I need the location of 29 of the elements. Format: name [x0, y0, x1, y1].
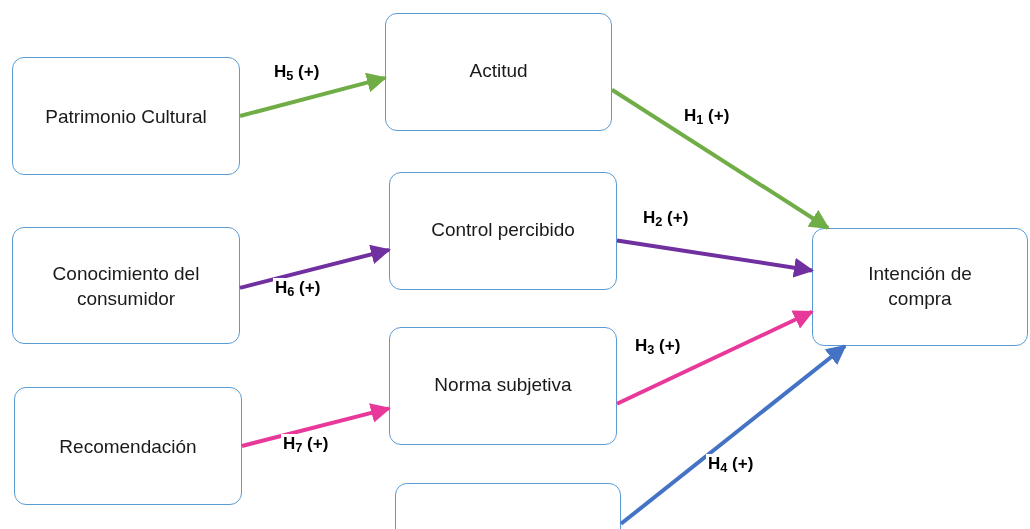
node-label: Recomendación: [59, 434, 197, 459]
concept-box: [389, 327, 617, 445]
concept-box: [385, 13, 612, 131]
node-label: Control percibido: [431, 218, 575, 242]
arrow: [239, 72, 387, 118]
arrow: [241, 403, 391, 448]
concept-box: [389, 172, 617, 290]
empty-box: [395, 483, 621, 529]
edge-label: H$_{3}$ (+): [633, 336, 683, 356]
arrow: [239, 244, 391, 290]
edge-label: H$_{5}$ (+): [272, 62, 322, 82]
concept-box: [812, 228, 1028, 346]
concept-box: [12, 57, 240, 175]
node-label: Norma subjetiva: [434, 373, 572, 397]
node-label: Intención de compra: [867, 262, 973, 311]
concept-box: [14, 387, 242, 505]
edge-label: H$_{1}$ (+): [682, 106, 732, 126]
arrow: [610, 88, 830, 230]
edge-label: H$_{7}$ (+): [281, 434, 331, 454]
node-label: Conocimiento del consumidor: [51, 261, 201, 311]
node-label: Actitud: [469, 59, 528, 83]
arrow: [619, 344, 847, 526]
edge-label: H$_{2}$ (+): [641, 208, 691, 228]
edge-label: H$_{6}$ (+): [273, 278, 323, 298]
arrow: [616, 309, 814, 406]
node-label: Patrimonio Cultural: [45, 104, 207, 129]
arrow: [616, 238, 814, 278]
edge-label: H$_{4}$ (+): [706, 454, 756, 474]
concept-box: [12, 227, 240, 344]
